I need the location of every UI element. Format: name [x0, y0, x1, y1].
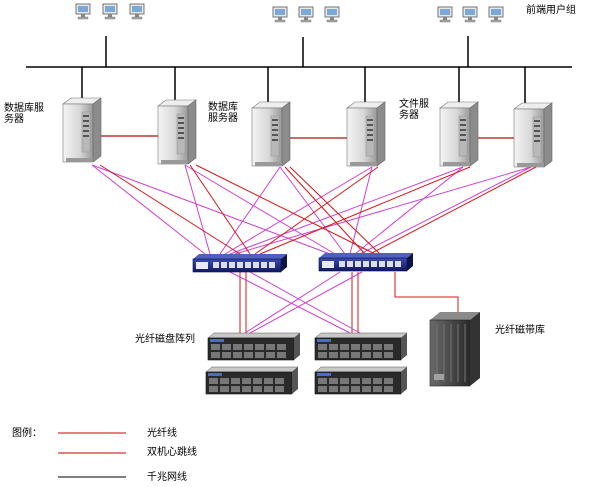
- frontend-users-label: 前端用户组: [526, 5, 576, 16]
- legend-item-fiber: 光纤线: [147, 428, 177, 439]
- server-icon: [251, 101, 291, 167]
- legend-item-heartbeat: 双机心跳线: [147, 447, 197, 458]
- disk-array-icon: [314, 332, 408, 361]
- legend-lines: [58, 432, 126, 478]
- pc-icon: [102, 3, 118, 20]
- file-server-label: 文件服务器: [399, 99, 429, 121]
- fiber-switches: [192, 252, 414, 273]
- pc-icon: [129, 3, 145, 20]
- server-icon: [513, 102, 553, 168]
- gigabit-links: [26, 36, 572, 107]
- heartbeat-links: [100, 135, 518, 139]
- server-icon: [62, 97, 102, 163]
- disk-array-icon: [205, 366, 299, 395]
- server-icon: [157, 99, 197, 165]
- disk-array-icon: [207, 332, 301, 361]
- pc-icon: [488, 6, 504, 23]
- legend-title: 图例：: [12, 428, 42, 439]
- fc-tape-library-label: 光纤磁带库: [495, 325, 545, 336]
- pc-icon: [437, 6, 453, 23]
- pc-icon: [75, 3, 91, 20]
- crosslinks: [91, 164, 532, 255]
- pc-icon: [462, 6, 478, 23]
- tape-library-icon: [429, 312, 480, 387]
- disk-arrays: [205, 332, 408, 395]
- legend-item-gigabit: 千兆网线: [147, 472, 187, 483]
- pc-icon: [272, 6, 288, 23]
- pc-icon: [298, 6, 314, 23]
- servers: [62, 97, 553, 168]
- disk-array-icon: [314, 366, 408, 395]
- switch-icon: [318, 252, 414, 272]
- switch-icon: [192, 253, 288, 273]
- db-server-label-left: 数据库服务器: [4, 103, 44, 125]
- storage-links: [229, 271, 459, 334]
- db-server-label-mid: 数据库服务器: [208, 102, 238, 124]
- pc-icon: [324, 6, 340, 23]
- fc-disk-array-label: 光纤磁盘阵列: [135, 334, 195, 345]
- server-icon: [346, 101, 386, 167]
- fiber-links: [99, 164, 537, 255]
- server-icon: [439, 101, 479, 167]
- frontend-user-pcs: [75, 3, 504, 23]
